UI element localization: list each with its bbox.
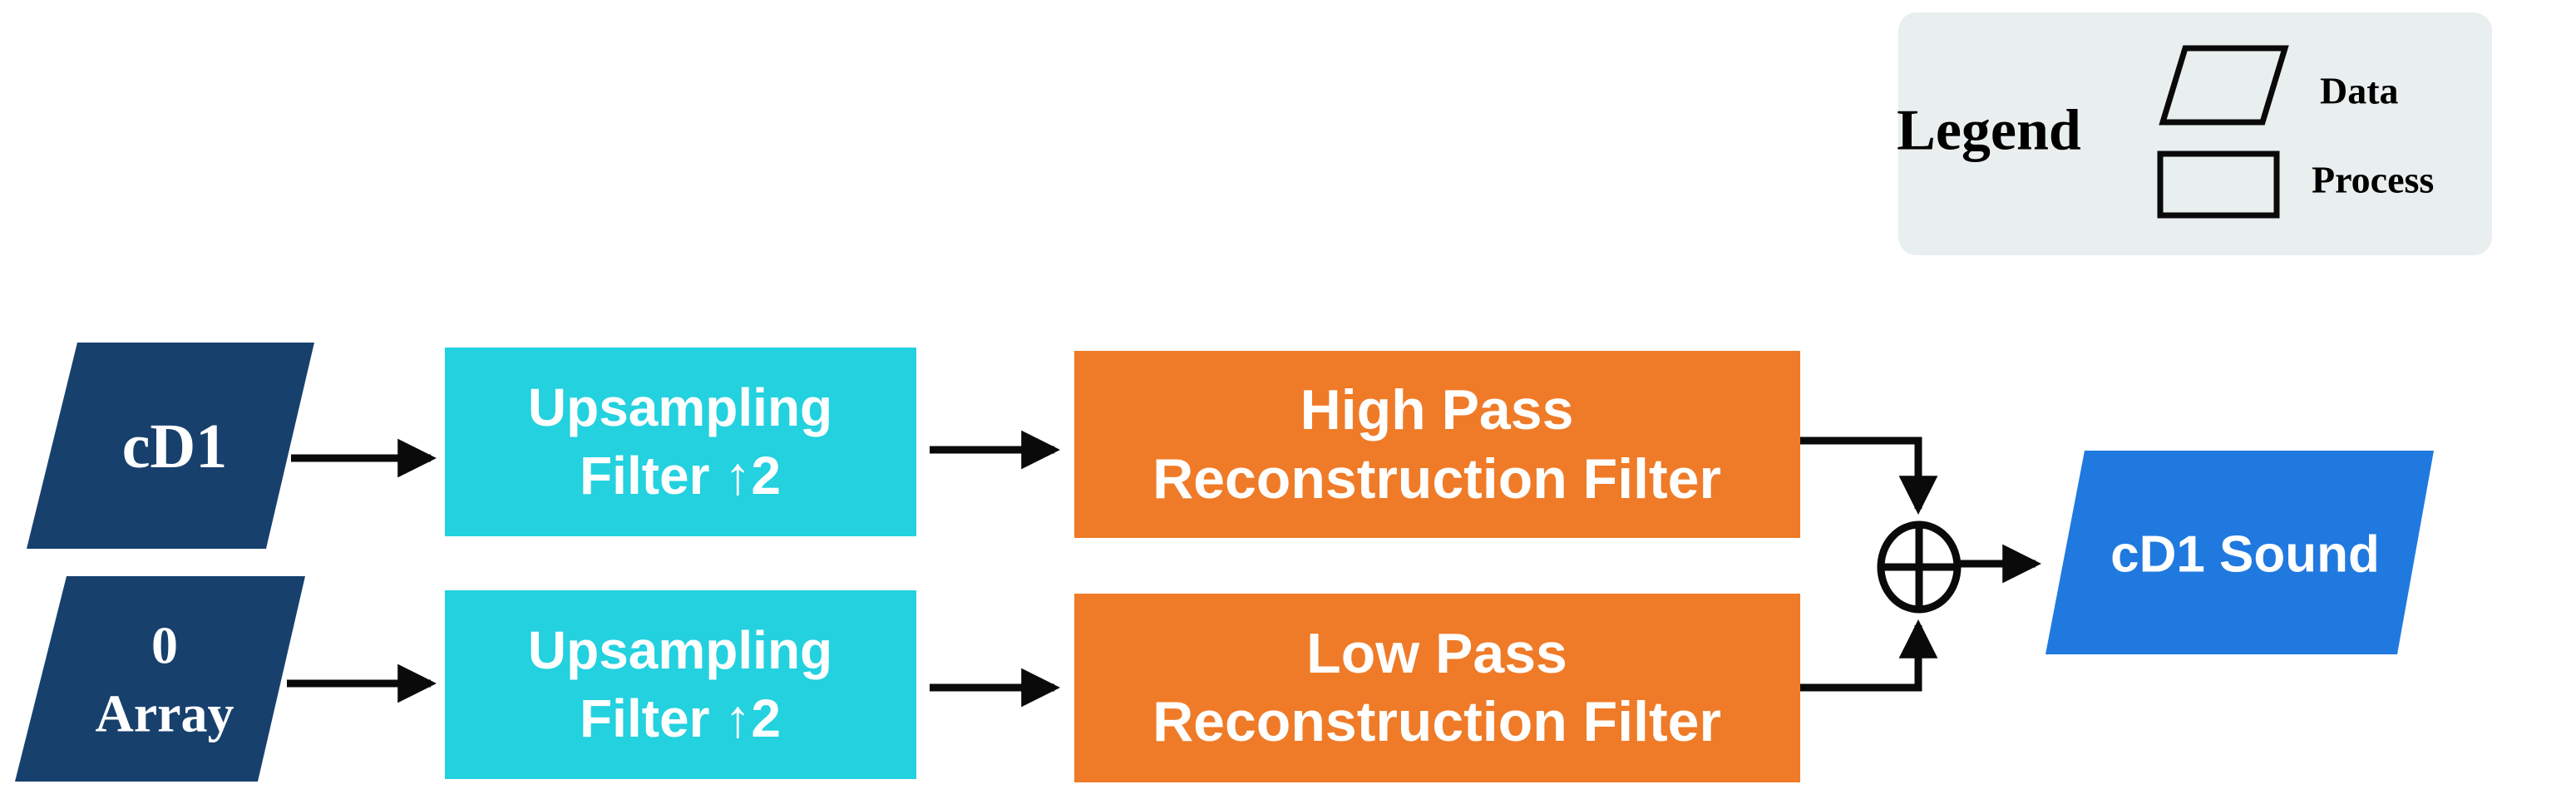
high-pass-box <box>1074 351 1800 538</box>
cd1-label: cD1 <box>122 412 228 481</box>
cd1-sound-label: cD1 Sound <box>2110 526 2380 584</box>
input-cd1-node: cD1 <box>27 343 314 549</box>
arrow-lowpass-to-sum <box>1800 619 1938 692</box>
input-zero-array-node: 0 Array <box>15 576 305 782</box>
upsampling-bottom-line2: Filter ↑2 <box>580 688 781 748</box>
legend-data-label: Data <box>2320 70 2399 112</box>
upsampling-top-box <box>445 348 916 536</box>
high-pass-node: High Pass Reconstruction Filter <box>1074 351 1800 538</box>
legend-heading: Legend <box>1897 99 2081 163</box>
legend-box <box>1898 12 2492 255</box>
upsampling-bottom-box <box>445 590 916 779</box>
sum-plus-icon <box>1877 520 1962 614</box>
legend-process-label: Process <box>2312 159 2434 201</box>
cd1-sound-parallelogram <box>2046 451 2434 654</box>
zero-array-parallelogram <box>15 576 305 782</box>
high-pass-line2: Reconstruction Filter <box>1152 447 1721 511</box>
legend: Legend Data Process <box>1897 12 2492 255</box>
legend-parallelogram-icon <box>2159 45 2289 126</box>
upsampling-top-line1: Upsampling <box>528 377 832 437</box>
legend-rectangle-icon <box>2157 150 2280 219</box>
zero-array-label-line2: Array <box>95 684 234 743</box>
upsampling-top-line2: Filter ↑2 <box>580 446 781 506</box>
high-pass-line1: High Pass <box>1300 378 1574 441</box>
low-pass-node: Low Pass Reconstruction Filter <box>1074 594 1800 782</box>
upsampling-top-node: Upsampling Filter ↑2 <box>445 348 916 536</box>
zero-array-label-line1: 0 <box>151 616 178 675</box>
cd1-parallelogram <box>27 343 314 549</box>
low-pass-box <box>1074 594 1800 782</box>
output-cd1-sound-node: cD1 Sound <box>2046 451 2434 654</box>
low-pass-line2: Reconstruction Filter <box>1152 690 1721 753</box>
arrow-highpass-to-sum <box>1800 437 1938 515</box>
connectors <box>287 430 2042 708</box>
low-pass-line1: Low Pass <box>1306 622 1567 685</box>
upsampling-bottom-line1: Upsampling <box>528 620 832 680</box>
upsampling-bottom-node: Upsampling Filter ↑2 <box>445 590 916 779</box>
